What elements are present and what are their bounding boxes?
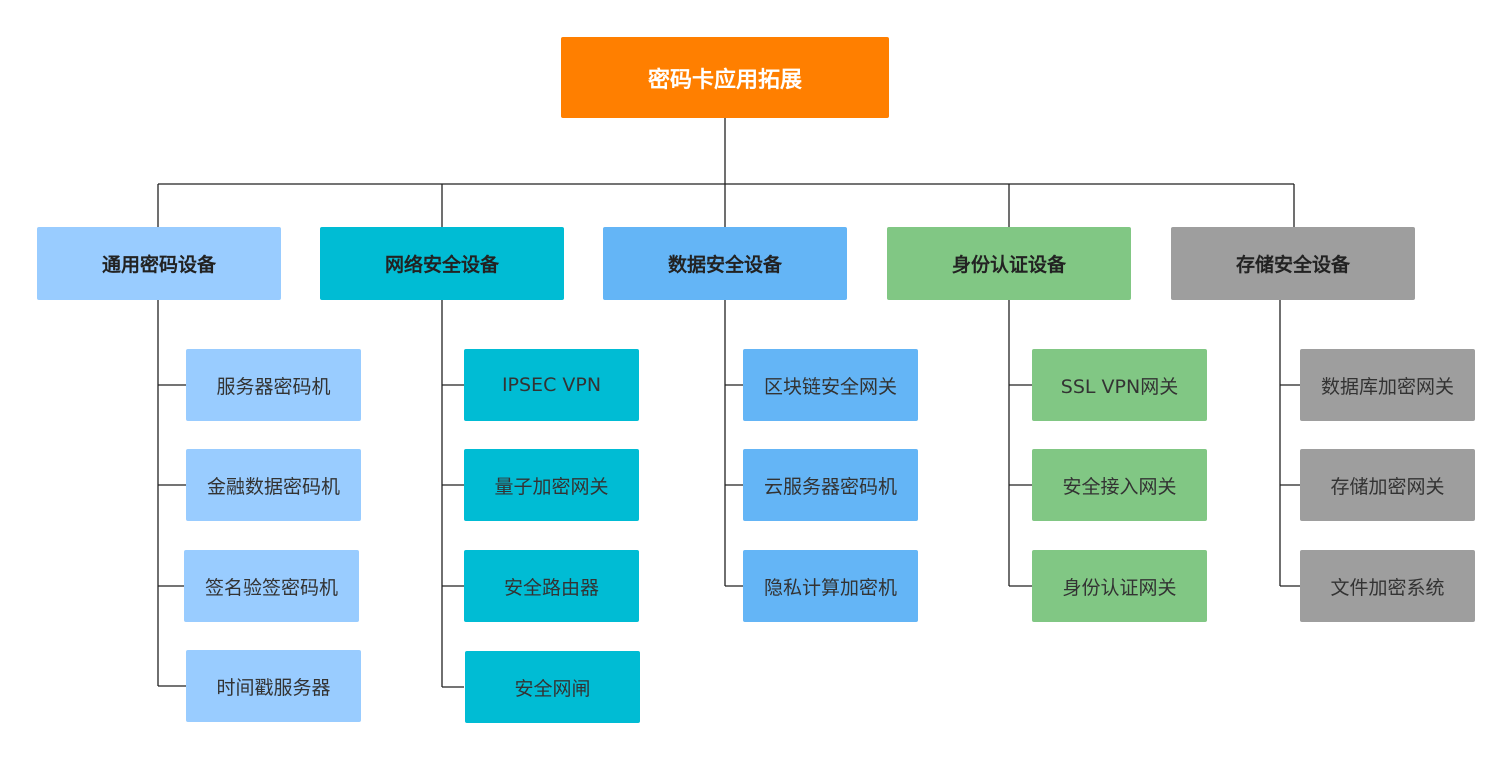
item-secure-access-gateway: 安全接入网关	[1032, 449, 1207, 521]
item-ssl-vpn-gateway: SSL VPN网关	[1032, 349, 1207, 421]
item-secure-gatekeeper: 安全网闸	[465, 651, 640, 723]
root-node: 密码卡应用拓展	[561, 37, 889, 118]
category-identity-auth-devices: 身份认证设备	[887, 227, 1131, 300]
item-timestamp-server: 时间戳服务器	[186, 650, 361, 722]
item-financial-data-crypto-machine: 金融数据密码机	[186, 449, 361, 521]
item-file-encryption-system: 文件加密系统	[1300, 550, 1475, 622]
category-general-crypto-devices: 通用密码设备	[37, 227, 281, 300]
item-quantum-encryption-gateway: 量子加密网关	[464, 449, 639, 521]
item-identity-auth-gateway: 身份认证网关	[1032, 550, 1207, 622]
item-signature-verification-machine: 签名验签密码机	[184, 550, 359, 622]
category-data-security-devices: 数据安全设备	[603, 227, 847, 300]
item-cloud-server-crypto-machine: 云服务器密码机	[743, 449, 918, 521]
item-privacy-computing-encryptor: 隐私计算加密机	[743, 550, 918, 622]
item-server-crypto-machine: 服务器密码机	[186, 349, 361, 421]
item-storage-encryption-gateway: 存储加密网关	[1300, 449, 1475, 521]
category-storage-security-devices: 存储安全设备	[1171, 227, 1415, 300]
category-network-security-devices: 网络安全设备	[320, 227, 564, 300]
item-ipsec-vpn: IPSEC VPN	[464, 349, 639, 421]
item-secure-router: 安全路由器	[464, 550, 639, 622]
item-blockchain-security-gateway: 区块链安全网关	[743, 349, 918, 421]
item-database-encryption-gateway: 数据库加密网关	[1300, 349, 1475, 421]
